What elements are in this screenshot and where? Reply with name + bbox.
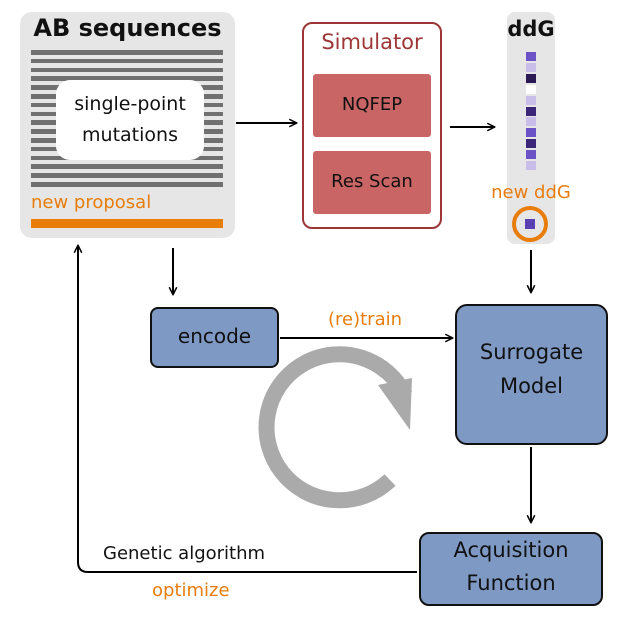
mutations-line-2: mutations bbox=[82, 124, 178, 146]
ddg-cell bbox=[526, 95, 536, 105]
ddg-column bbox=[507, 12, 555, 244]
ddg-cell bbox=[526, 73, 536, 83]
ddg-cell bbox=[526, 52, 536, 61]
encode-box bbox=[150, 307, 279, 368]
ab-sequences-title: AB sequences bbox=[33, 14, 222, 42]
simulator-title: Simulator bbox=[321, 30, 423, 54]
surrogate-model-box bbox=[455, 304, 608, 445]
arrow-acquisition-to-ab bbox=[78, 246, 417, 573]
sequence-stripe bbox=[31, 76, 223, 81]
retrain-label: (re)train bbox=[327, 309, 403, 330]
mutations-callout bbox=[56, 80, 204, 160]
method-res-scan-label: Res Scan bbox=[331, 171, 413, 192]
new-ddg-cell bbox=[525, 219, 535, 229]
ddg-cell bbox=[526, 84, 536, 94]
sequence-stripe bbox=[31, 67, 223, 73]
genetic-algorithm-label: Genetic algorithm bbox=[103, 543, 266, 564]
ddg-cell bbox=[526, 62, 536, 72]
new-proposal-bar bbox=[31, 219, 223, 228]
encode-label: encode bbox=[177, 324, 252, 348]
sequence-stripe bbox=[31, 164, 223, 169]
acquisition-line-1: Acquisition bbox=[453, 538, 569, 562]
mutations-line-1: single-point bbox=[74, 93, 186, 115]
sequence-stripe bbox=[31, 173, 223, 178]
sequence-stripe bbox=[31, 182, 223, 187]
new-ddg-ring bbox=[512, 206, 548, 242]
ddg-cells bbox=[524, 52, 538, 172]
ddg-cell bbox=[526, 150, 536, 160]
sequence-stripe bbox=[31, 58, 223, 64]
surrogate-line-1: Surrogate bbox=[479, 340, 584, 364]
acquisition-function-box bbox=[419, 532, 603, 606]
optimize-label: optimize bbox=[152, 580, 230, 601]
ddg-title: ddG bbox=[507, 17, 555, 41]
ddg-cell bbox=[526, 106, 536, 116]
method-nqfep-label: NQFEP bbox=[341, 94, 403, 115]
ddg-cell bbox=[526, 117, 536, 127]
cycle-arrowhead bbox=[378, 378, 412, 430]
method-nqfep bbox=[313, 74, 431, 137]
cycle-icon bbox=[258, 346, 413, 509]
acquisition-line-2: Function bbox=[466, 571, 556, 595]
sequence-stripe bbox=[31, 50, 223, 55]
ddg-cell bbox=[526, 139, 536, 149]
ddg-cell bbox=[526, 128, 536, 138]
new-ddg-label: new ddG bbox=[491, 182, 571, 203]
surrogate-line-2: Model bbox=[499, 374, 564, 398]
method-res-scan bbox=[313, 151, 431, 214]
ddg-cell bbox=[526, 161, 536, 170]
new-proposal-label: new proposal bbox=[31, 192, 152, 213]
